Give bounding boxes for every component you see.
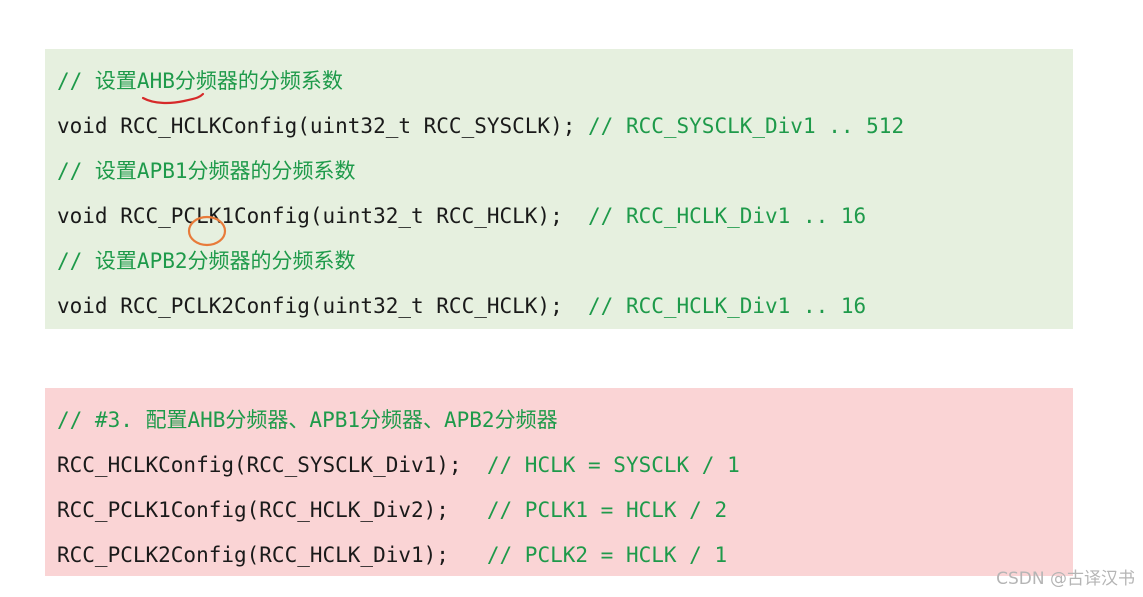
- watermark: CSDN @古译汉书: [996, 569, 1135, 589]
- code-pclk2-config-comment: // RCC_HCLK_Div1 .. 16: [588, 294, 867, 318]
- code-line-pclk2-config: void RCC_PCLK2Config(uint32_t RCC_HCLK);…: [57, 292, 866, 320]
- code-line-pclk1-config: void RCC_PCLK1Config(uint32_t RCC_HCLK);…: [57, 202, 866, 230]
- code-pclk1-config: void RCC_PCLK1Config(uint32_t RCC_HCLK);: [57, 204, 589, 228]
- code-hclk-call-comment: // HCLK = SYSCLK / 1: [486, 453, 740, 477]
- code-pclk2-config: void RCC_PCLK2Config(uint32_t RCC_HCLK);: [57, 294, 589, 318]
- code-pclk1-config-comment: // RCC_HCLK_Div1 .. 16: [588, 204, 867, 228]
- code-hclk-call: RCC_HCLKConfig(RCC_SYSCLK_Div1);: [57, 453, 487, 477]
- code-line-pclk2-call: RCC_PCLK2Config(RCC_HCLK_Div1); // PCLK2…: [57, 541, 727, 569]
- code-line-hclk-config: void RCC_HCLKConfig(uint32_t RCC_SYSCLK)…: [57, 112, 904, 140]
- comment-ahb-divider: // 设置AHB分频器的分频系数: [57, 69, 343, 93]
- code-line-hclk-call: RCC_HCLKConfig(RCC_SYSCLK_Div1); // HCLK…: [57, 451, 740, 479]
- code-hclk-config-comment: // RCC_SYSCLK_Div1 .. 512: [588, 114, 905, 138]
- code-line-pclk1-call: RCC_PCLK1Config(RCC_HCLK_Div2); // PCLK1…: [57, 496, 727, 524]
- code-pclk1-call-comment: // PCLK1 = HCLK / 2: [486, 498, 728, 522]
- code-hclk-config: void RCC_HCLKConfig(uint32_t RCC_SYSCLK)…: [57, 114, 589, 138]
- comment-configure-dividers: // #3. 配置AHB分频器、APB1分频器、APB2分频器: [57, 408, 558, 432]
- code-block-green: // 设置AHB分频器的分频系数 void RCC_HCLKConfig(uin…: [45, 49, 1073, 329]
- code-pclk1-call: RCC_PCLK1Config(RCC_HCLK_Div2);: [57, 498, 487, 522]
- comment-apb2-divider: // 设置APB2分频器的分频系数: [57, 249, 356, 273]
- comment-apb1-divider: // 设置APB1分频器的分频系数: [57, 159, 356, 183]
- code-pclk2-call: RCC_PCLK2Config(RCC_HCLK_Div1);: [57, 543, 487, 567]
- code-pclk2-call-comment: // PCLK2 = HCLK / 1: [486, 543, 728, 567]
- code-block-red: // #3. 配置AHB分频器、APB1分频器、APB2分频器 RCC_HCLK…: [45, 388, 1073, 576]
